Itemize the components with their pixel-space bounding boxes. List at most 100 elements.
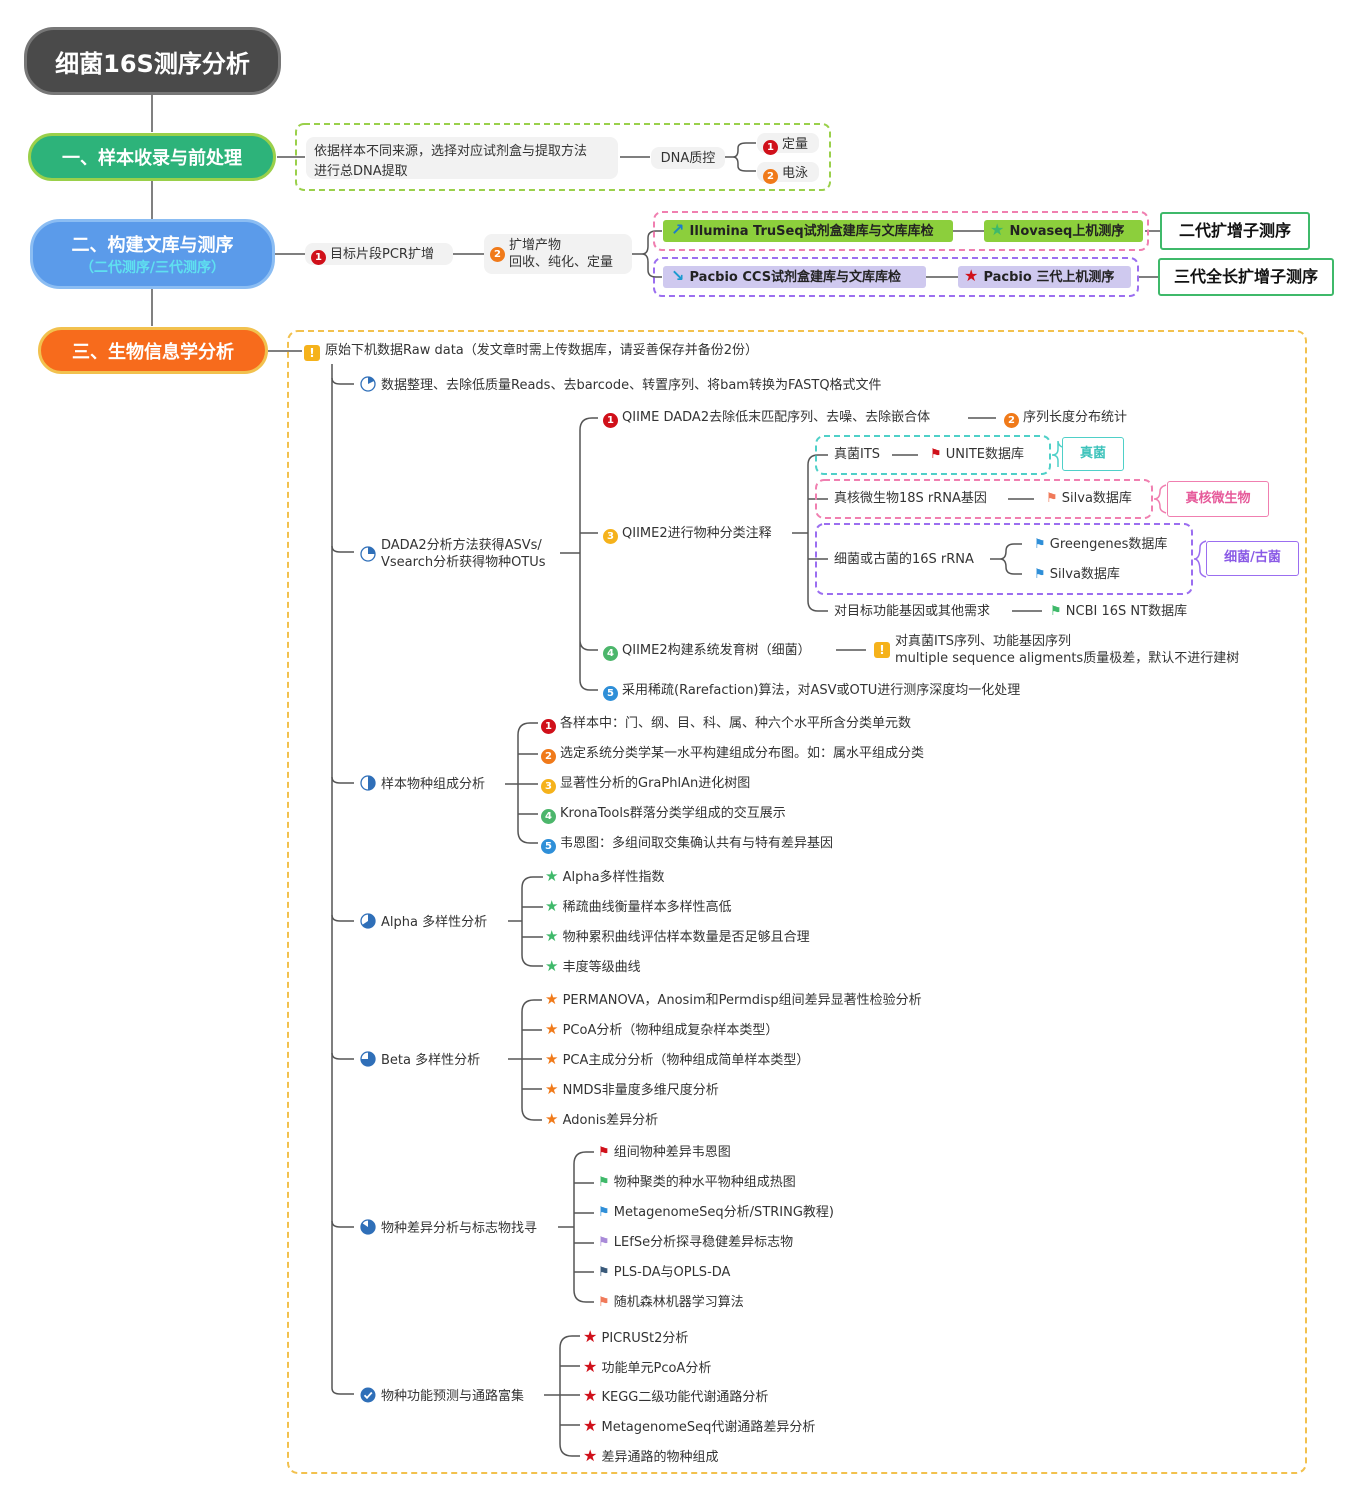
qc-node[interactable]: DNA质控 <box>651 147 725 169</box>
func-item[interactable]: ★ KEGG二级功能代谢通路分析 <box>583 1387 768 1406</box>
beta-item[interactable]: ★ NMDS非量度多维尺度分析 <box>545 1081 719 1099</box>
check-circle-icon <box>360 1387 376 1403</box>
tgs-label[interactable]: 三代全长扩增子测序 <box>1158 258 1334 296</box>
func-item-text: 差异通路的物种组成 <box>601 1450 719 1465</box>
beta-node[interactable]: Beta 多样性分析 <box>360 1051 480 1069</box>
arrow-up-right-icon: ↗ <box>671 220 685 239</box>
func-item[interactable]: ★ 差异通路的物种组成 <box>583 1447 719 1466</box>
beta-item[interactable]: ★ PERMANOVA，Anosim和Permdisp组间差异显著性检验分析 <box>545 991 922 1009</box>
fungi-label[interactable]: 真菌 <box>1062 437 1124 471</box>
euk-label[interactable]: 真核微生物 <box>1167 481 1269 517</box>
number-3-icon: 3 <box>541 779 556 794</box>
beta-item[interactable]: ★ PCA主成分分析（物种组成简单样本类型） <box>545 1051 809 1069</box>
composition-item[interactable]: 3 显著性分析的GraPhlAn进化树图 <box>541 775 750 794</box>
flag-orange-icon: ⚑ <box>1046 491 1058 506</box>
greengenes-node[interactable]: ⚑ Greengenes数据库 <box>1034 536 1167 553</box>
beta-item-text: NMDS非量度多维尺度分析 <box>562 1083 719 1098</box>
alpha-node[interactable]: Alpha 多样性分析 <box>360 913 487 931</box>
diff-item[interactable]: ⚑ MetagenomeSeq分析/STRING教程) <box>598 1204 834 1221</box>
illumina-node[interactable]: ↗ Illumina TruSeq试剂盒建库与文库库检 <box>663 220 953 242</box>
func-item[interactable]: ★ PICRUSt2分析 <box>583 1328 688 1347</box>
root-node[interactable]: 细菌16S测序分析 <box>24 27 281 95</box>
target-gene-node[interactable]: 对目标功能基因或其他需求 <box>834 604 991 619</box>
flag-red-icon: ⚑ <box>598 1145 610 1160</box>
beta-item[interactable]: ★ PCoA分析（物种组成复杂样本类型） <box>545 1021 778 1039</box>
bac-16s-node[interactable]: 细菌或古菌的16S rRNA <box>834 552 974 567</box>
beta-text: Beta 多样性分析 <box>381 1053 481 1068</box>
flag-blue-icon: ⚑ <box>598 1205 610 1220</box>
func-node[interactable]: 物种功能预测与通路富集 <box>360 1387 524 1405</box>
pacbio-seq-node[interactable]: ★ Pacbio 三代上机测序 <box>958 266 1131 288</box>
diff-item-text: LEfSe分析探寻稳健差异标志物 <box>613 1235 794 1250</box>
ngs-label[interactable]: 二代扩增子测序 <box>1160 212 1310 250</box>
alpha-item-text: 丰度等级曲线 <box>562 960 641 975</box>
pacbio-node[interactable]: ↘ Pacbio CCS试剂盒建库与文库库检 <box>663 266 926 288</box>
diff-item[interactable]: ⚑ PLS-DA与OPLS-DA <box>598 1264 730 1281</box>
beta-item[interactable]: ★ Adonis差异分析 <box>545 1111 658 1129</box>
alpha-item[interactable]: ★ 稀疏曲线衡量样本多样性高低 <box>545 898 732 916</box>
section3-node[interactable]: 三、生物信息学分析 <box>38 327 268 374</box>
extract-node[interactable]: 依据样本不同来源，选择对应试剂盒与提取方法 进行总DNA提取 <box>306 137 618 179</box>
unite-node[interactable]: ⚑ UNITE数据库 <box>930 446 1024 463</box>
flag-orange-icon: ⚑ <box>598 1295 610 1310</box>
func-item-text: MetagenomeSeq代谢通路差异分析 <box>601 1420 816 1435</box>
silva2-node[interactable]: ⚑ Silva数据库 <box>1034 566 1120 583</box>
novaseq-text: Novaseq上机测序 <box>1009 224 1125 239</box>
pie-progress-icon <box>360 546 376 562</box>
composition-node[interactable]: 样本物种组成分析 <box>360 775 485 793</box>
composition-item-text: 韦恩图：多组间取交集确认共有与特有差异基因 <box>560 836 834 851</box>
diff-item[interactable]: ⚑ 组间物种差异韦恩图 <box>598 1144 731 1161</box>
star-icon: ★ <box>583 1446 598 1465</box>
silva2-text: Silva数据库 <box>1049 567 1120 582</box>
flag-navy-icon: ⚑ <box>598 1265 610 1280</box>
number-1-icon: 1 <box>541 719 556 734</box>
star-icon: ★ <box>583 1357 598 1376</box>
composition-item-text: 显著性分析的GraPhlAn进化树图 <box>560 776 751 791</box>
warning-icon: ! <box>304 345 320 361</box>
alpha-item[interactable]: ★ 物种累积曲线评估样本数量是否足够且合理 <box>545 928 810 946</box>
unite-text: UNITE数据库 <box>945 447 1025 462</box>
novaseq-node[interactable]: ★ Novaseq上机测序 <box>984 220 1143 242</box>
section1-node[interactable]: 一、样本收录与前处理 <box>28 133 276 181</box>
diff-item[interactable]: ⚑ 随机森林机器学习算法 <box>598 1294 744 1311</box>
cleanup-node[interactable]: 数据整理、去除低质量Reads、去barcode、转置序列、将bam转换为FAS… <box>360 376 882 394</box>
greengenes-text: Greengenes数据库 <box>1049 537 1168 552</box>
star-icon: ★ <box>990 220 1005 239</box>
silva1-node[interactable]: ⚑ Silva数据库 <box>1046 490 1132 507</box>
recover-text: 扩增产物 回收、纯化、定量 <box>509 238 614 270</box>
alpha-item[interactable]: ★ Alpha多样性指数 <box>545 868 665 886</box>
alpha-item[interactable]: ★ 丰度等级曲线 <box>545 958 641 976</box>
dada2-node[interactable]: DADA2分析方法获得ASVs/ Vsearch分析获得物种OTUs <box>360 537 546 571</box>
func-item[interactable]: ★ MetagenomeSeq代谢通路差异分析 <box>583 1417 815 1436</box>
raw-data-node[interactable]: !原始下机数据Raw data（发文章时需上传数据库，请妥善保存并备份2份） <box>304 342 758 361</box>
number-1-icon: 1 <box>603 413 618 428</box>
ncbi-node[interactable]: ⚑ NCBI 16S NT数据库 <box>1050 603 1187 620</box>
diff-item[interactable]: ⚑ LEfSe分析探寻稳健差异标志物 <box>598 1234 793 1251</box>
diff-node[interactable]: 物种差异分析与标志物找寻 <box>360 1219 537 1237</box>
diff-item[interactable]: ⚑ 物种聚类的种水平物种组成热图 <box>598 1174 796 1191</box>
diff-item-text: MetagenomeSeq分析/STRING教程) <box>613 1205 834 1220</box>
number-4-icon: 4 <box>541 809 556 824</box>
section2-node[interactable]: 二、构建文库与测序 （二代测序/三代测序） <box>30 219 275 289</box>
tree-note-node[interactable]: !对真菌ITS序列、功能基因序列 multiple sequence aligm… <box>874 633 1239 667</box>
fungi-its-node[interactable]: 真菌ITS <box>834 447 881 462</box>
star-icon: ★ <box>545 1080 559 1098</box>
func-item[interactable]: ★ 功能单元PcoA分析 <box>583 1358 711 1377</box>
func-item-text: 功能单元PcoA分析 <box>601 1361 712 1376</box>
bac-label[interactable]: 细菌/古菌 <box>1206 541 1299 576</box>
euk-18s-node[interactable]: 真核微生物18S rRNA基因 <box>834 491 987 506</box>
